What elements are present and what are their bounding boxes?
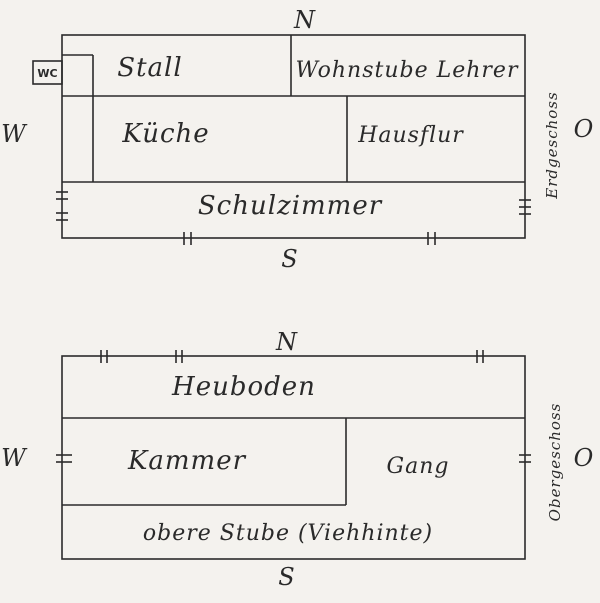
- upper-compass-south: S: [278, 563, 295, 591]
- room-label-wc: WC: [37, 67, 57, 80]
- room-label-schulzimmer: Schulzimmer: [198, 191, 383, 221]
- ground-compass-west: W: [1, 120, 28, 148]
- ground-floor-outline: [61, 34, 526, 239]
- upper-compass-east: O: [574, 444, 595, 472]
- upper-floor-outline: [61, 355, 526, 560]
- room-label-kammer: Kammer: [127, 446, 247, 476]
- upper-compass-west: W: [1, 444, 28, 472]
- ground-floor-plan: N S W O WC Stall Wohnstube Lehrer Küche …: [1, 6, 595, 273]
- upper-floor-plan: N S W O Heuboden Kammer Gang obere Stube…: [1, 328, 595, 591]
- upper-compass-north: N: [275, 328, 298, 356]
- upper-floor-windows: [56, 350, 531, 463]
- ground-compass-north: N: [293, 6, 316, 34]
- room-label-gang: Gang: [387, 454, 450, 479]
- ground-floor-windows: [56, 191, 531, 245]
- wc-box: [32, 60, 63, 85]
- room-label-kueche: Küche: [121, 119, 209, 149]
- room-label-heuboden: Heuboden: [171, 372, 316, 402]
- floor-label-obergeschoss: Obergeschoss: [546, 403, 564, 522]
- ground-compass-east: O: [574, 115, 595, 143]
- ground-compass-south: S: [281, 245, 298, 273]
- room-label-obere-stube: obere Stube (Viehhinte): [143, 521, 433, 546]
- room-label-stall: Stall: [117, 53, 182, 83]
- room-label-wohnstube: Wohnstube Lehrer: [296, 58, 519, 83]
- room-label-hausflur: Hausflur: [357, 123, 464, 148]
- floor-label-erdgeschoss: Erdgeschoss: [543, 91, 561, 199]
